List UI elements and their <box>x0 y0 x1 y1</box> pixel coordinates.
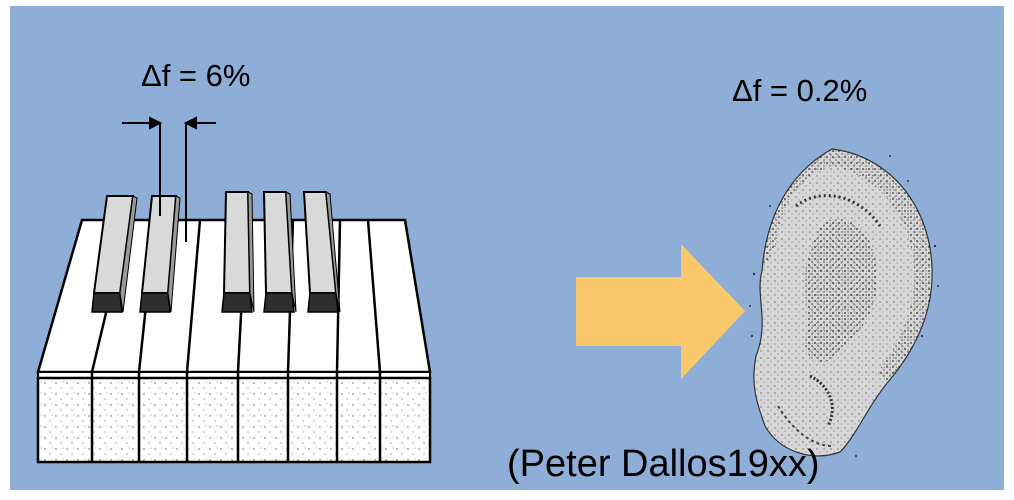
ear-illustration <box>749 148 939 457</box>
black-key <box>262 191 297 313</box>
illustration-layer <box>36 116 939 464</box>
piano-delta-label: Δf = 6% <box>141 58 251 93</box>
delta-indicator <box>122 116 216 242</box>
credit-caption: (Peter Dallos19xx) <box>507 443 820 485</box>
black-key <box>302 191 341 313</box>
front-dividers <box>90 372 382 462</box>
ear-delta-label: Δf = 0.2% <box>732 73 868 108</box>
arrow-right-icon <box>576 244 745 379</box>
piano-illustration <box>36 116 432 464</box>
black-keys <box>91 191 341 313</box>
slide: Δf = 6% Δf = 0.2% (Peter Dallos19xx) <box>10 6 1004 490</box>
black-key <box>221 191 255 313</box>
black-key <box>91 195 138 313</box>
black-key <box>139 195 181 313</box>
